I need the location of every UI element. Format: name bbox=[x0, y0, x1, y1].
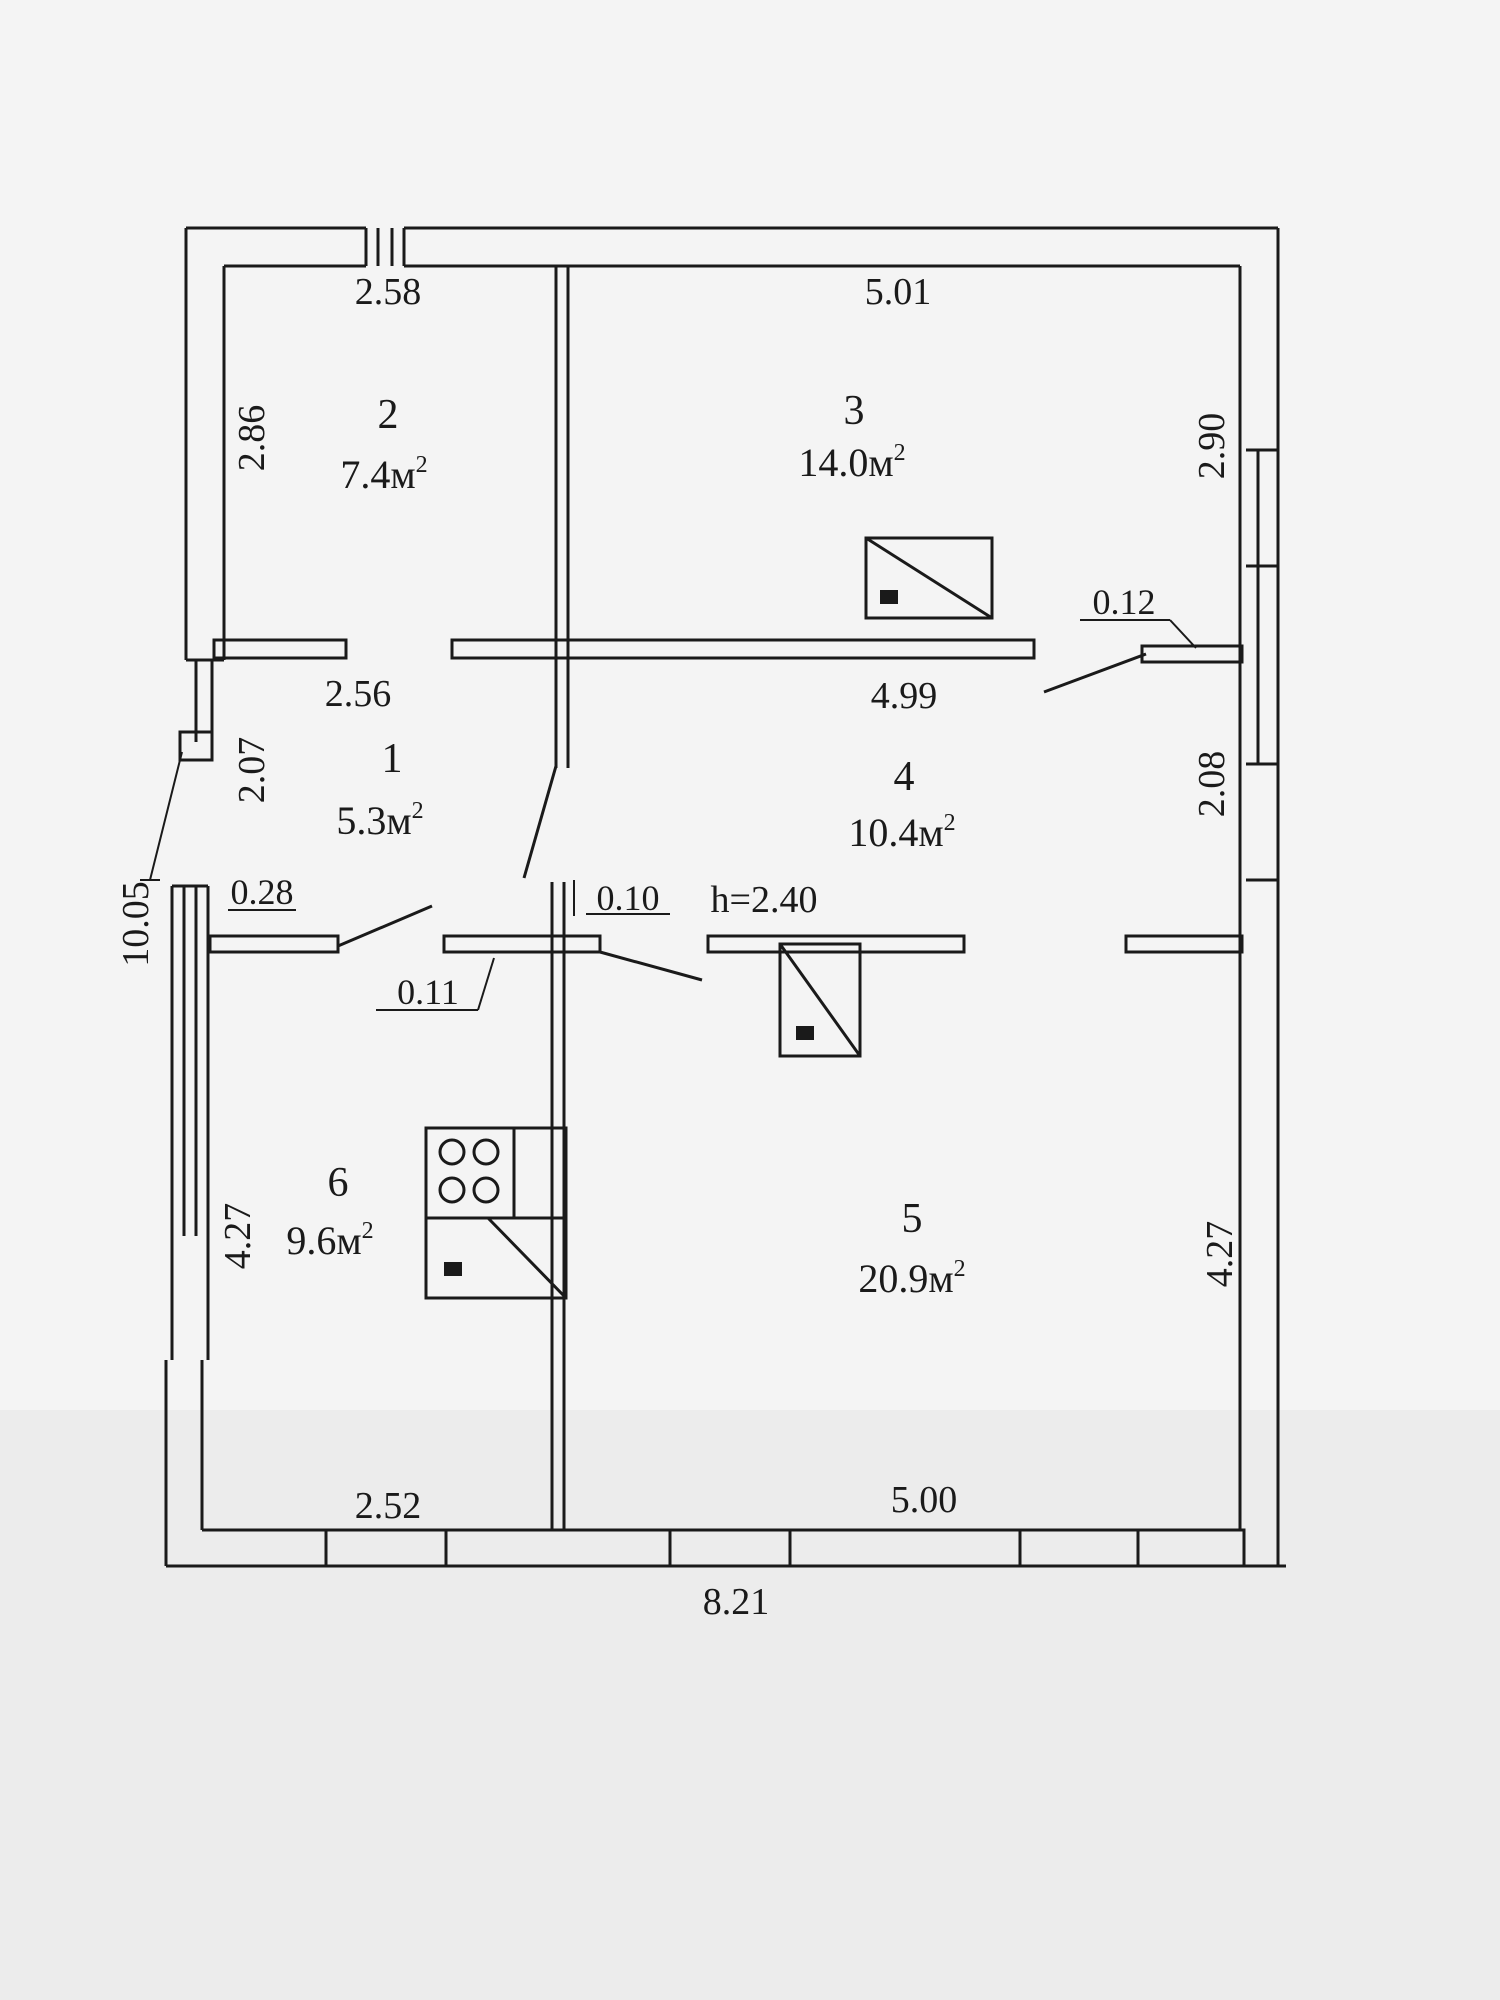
room-number-5: 5 bbox=[902, 1196, 923, 1242]
thickness-label-right: 0.12 bbox=[1093, 582, 1156, 622]
burner-icon bbox=[438, 1138, 466, 1166]
dimension-room5-height: 4.27 bbox=[1199, 1221, 1241, 1288]
partition-upper-center bbox=[450, 638, 1036, 660]
stove-diagonal bbox=[486, 1216, 568, 1300]
room-number-2: 2 bbox=[378, 392, 399, 438]
bottom-window-4 bbox=[1136, 1528, 1246, 1568]
dimension-labels: 2.58 5.01 2.86 2.90 2.56 4.99 2.07 2.08 … bbox=[115, 271, 1241, 1623]
dimension-room2-height: 2.86 bbox=[231, 405, 273, 472]
chimney-diagonal bbox=[778, 943, 862, 1057]
left-wall-column bbox=[178, 730, 214, 762]
dimension-room6-height: 4.27 bbox=[217, 1203, 259, 1270]
burner-icon bbox=[472, 1138, 500, 1166]
door-swing bbox=[522, 765, 558, 879]
stove-outline bbox=[424, 1126, 568, 1300]
leader-0.12 bbox=[1169, 619, 1197, 649]
partition-lower-center bbox=[706, 934, 966, 954]
room-area-4: 10.4м2 bbox=[848, 810, 955, 855]
bottom-window-2 bbox=[444, 1528, 672, 1568]
leader-10.05 bbox=[149, 751, 183, 881]
dimension-room1-width: 2.56 bbox=[325, 673, 392, 715]
chimney-upper bbox=[864, 536, 994, 620]
room-area-5: 20.9м2 bbox=[858, 1256, 965, 1301]
dimension-room4-width: 4.99 bbox=[871, 675, 938, 717]
room-number-4: 4 bbox=[894, 754, 915, 800]
walls bbox=[164, 226, 1286, 1568]
partition-lower-right bbox=[1124, 934, 1244, 954]
dimension-room6-width: 2.52 bbox=[355, 1485, 422, 1527]
room-area-3: 14.0м2 bbox=[798, 440, 905, 485]
dimension-room3-height: 2.90 bbox=[1191, 413, 1233, 480]
thickness-labels: 0.28 0.11 0.10 0.12 h=2.40 bbox=[231, 582, 1156, 1012]
room-area-1: 5.3м2 bbox=[336, 798, 423, 843]
partition-lower-left bbox=[208, 934, 340, 954]
vent-marker-icon bbox=[444, 1262, 462, 1276]
dimension-overall-height: 10.05 bbox=[115, 881, 157, 967]
vent-marker-icon bbox=[880, 590, 898, 604]
burner-icon bbox=[438, 1176, 466, 1204]
burner-icon bbox=[472, 1176, 500, 1204]
room-number-3: 3 bbox=[844, 388, 865, 434]
dimension-room4-height: 2.08 bbox=[1191, 751, 1233, 818]
annotation-lines bbox=[140, 619, 1197, 1011]
paper-fold-shadow bbox=[0, 1410, 1500, 2000]
ceiling-height-label: h=2.40 bbox=[711, 879, 818, 921]
door-swing bbox=[337, 904, 433, 948]
chimney-lower bbox=[778, 942, 862, 1058]
dimension-overall-width: 8.21 bbox=[703, 1581, 770, 1623]
vent-marker-icon bbox=[796, 1026, 814, 1040]
partition-lower-mid bbox=[442, 934, 602, 954]
thickness-label-door: 0.11 bbox=[397, 972, 459, 1012]
door-swing bbox=[1043, 652, 1147, 694]
room-area-2: 7.4м2 bbox=[340, 452, 427, 497]
dimension-room1-height: 2.07 bbox=[231, 737, 273, 804]
dimension-room3-width: 5.01 bbox=[865, 271, 932, 313]
room-labels: 1 5.3м2 2 7.4м2 3 14.0м2 4 10.4м2 5 20.9… bbox=[286, 388, 965, 1301]
bottom-window-3 bbox=[788, 1528, 1022, 1568]
thickness-label-mid: 0.10 bbox=[597, 878, 660, 918]
vent-markers bbox=[444, 590, 898, 1276]
door-swing bbox=[599, 950, 703, 982]
room-number-1: 1 bbox=[382, 736, 403, 782]
leader-0.11 bbox=[477, 957, 495, 1011]
dimension-room5-width: 5.00 bbox=[891, 1479, 958, 1521]
partition-upper-left bbox=[212, 638, 348, 660]
thickness-label-left: 0.28 bbox=[231, 872, 294, 912]
room-area-6: 9.6м2 bbox=[286, 1218, 373, 1263]
dimension-room2-width: 2.58 bbox=[355, 271, 422, 313]
room-number-6: 6 bbox=[328, 1160, 349, 1206]
stove-icon bbox=[438, 1138, 500, 1204]
chimney-diagonal bbox=[865, 536, 993, 620]
